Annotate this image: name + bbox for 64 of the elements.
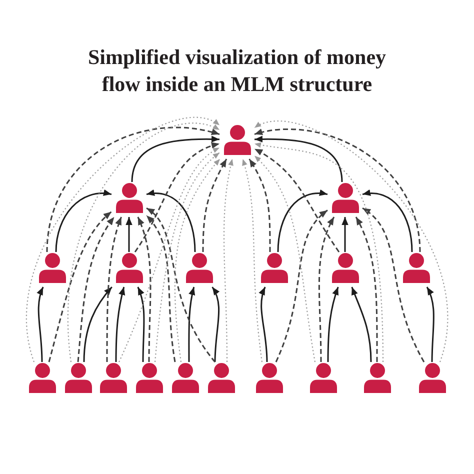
- person-icon: [224, 125, 250, 155]
- arrow: [115, 286, 126, 362]
- dashed-arrow: [362, 208, 425, 362]
- arrow: [146, 190, 196, 252]
- person-icon: [260, 253, 288, 283]
- arrow: [342, 217, 348, 252]
- dotted-arrow: [67, 123, 220, 362]
- arrow: [37, 286, 44, 362]
- arrow: [362, 190, 413, 252]
- dotted-arrow: [154, 152, 220, 362]
- dotted-arrow: [223, 158, 234, 362]
- dotted-arrow: [254, 142, 384, 362]
- dashed-arrow: [202, 158, 228, 252]
- dotted-arrow: [254, 120, 448, 362]
- person-icon: [100, 363, 126, 393]
- person-icon: [256, 363, 282, 393]
- dashed-arrow: [48, 211, 112, 362]
- arrow: [327, 286, 339, 362]
- arrow: [254, 136, 343, 182]
- dashed-arrow: [355, 216, 378, 362]
- dotted-arrow: [242, 158, 263, 362]
- title: Simplified visualization of money flow inside an MLM structure: [86, 44, 388, 98]
- person-icon: [38, 253, 66, 283]
- dotted-arrow: [118, 147, 220, 362]
- dashed-arrow: [134, 142, 220, 252]
- dashed-arrow: [318, 216, 335, 362]
- arrow: [259, 286, 268, 362]
- person-icon: [116, 183, 142, 213]
- dashed-arrow: [137, 216, 152, 362]
- arrow: [83, 286, 112, 362]
- dashed-arrow: [275, 210, 328, 362]
- arrow: [351, 286, 372, 362]
- person-icon: [332, 183, 358, 213]
- dashed-arrow: [146, 208, 216, 362]
- person-icon: [28, 363, 56, 393]
- arrow: [55, 190, 112, 252]
- person-icon: [64, 363, 92, 393]
- dashed-arrow: [46, 126, 220, 252]
- arrow: [131, 136, 220, 182]
- arrow: [426, 286, 434, 362]
- dotted-arrow: [26, 118, 220, 362]
- person-icon: [310, 363, 336, 393]
- dotted-arrow: [174, 158, 220, 362]
- arrow: [277, 190, 328, 252]
- dashed-arrow: [77, 216, 115, 362]
- person-icon: [332, 253, 358, 283]
- arrow: [212, 286, 220, 362]
- person-icon: [186, 253, 212, 283]
- person-icon: [364, 363, 390, 393]
- arrow: [126, 217, 132, 252]
- arrow: [188, 286, 196, 362]
- person-icon: [402, 253, 430, 283]
- dotted-arrow: [254, 155, 316, 362]
- dashed-arrow: [106, 216, 122, 362]
- person-icon: [418, 363, 446, 393]
- person-icon: [136, 363, 162, 393]
- person-icon: [172, 363, 198, 393]
- person-icon: [116, 253, 142, 283]
- dashed-arrow: [254, 148, 340, 252]
- dashed-arrow: [248, 158, 271, 252]
- dashed-arrow: [254, 128, 421, 252]
- person-icon: [208, 363, 234, 393]
- arrow: [137, 286, 145, 362]
- dashed-arrow: [146, 215, 176, 362]
